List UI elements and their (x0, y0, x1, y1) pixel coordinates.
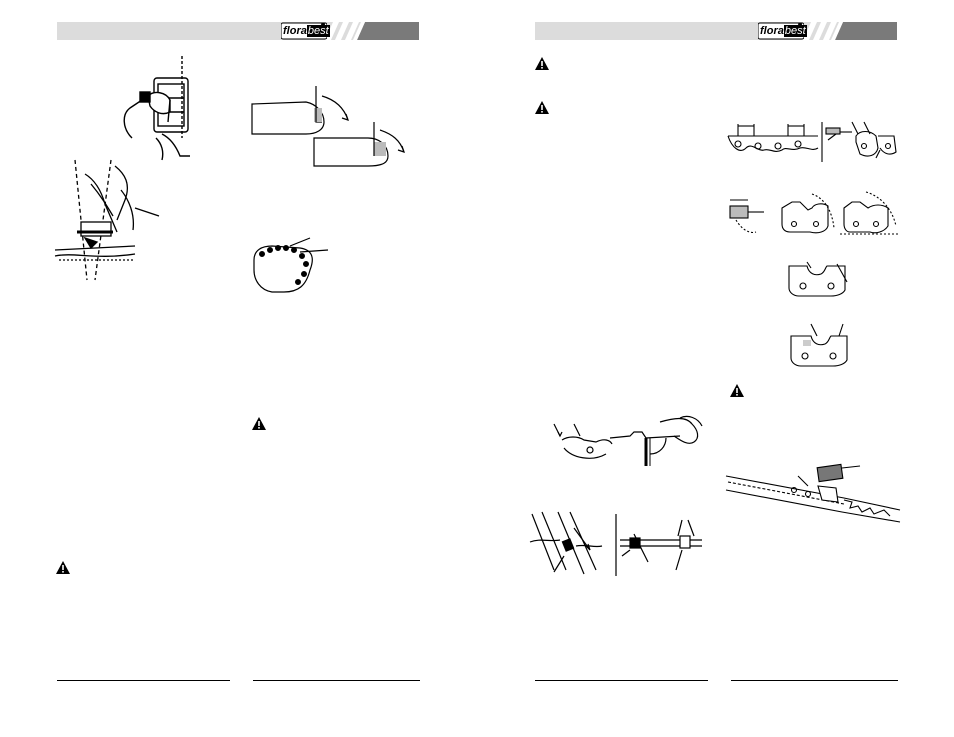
figure-cutter-front-view (785, 254, 853, 300)
right-logo: florabest (757, 22, 807, 40)
logo-word-flora: flora (283, 25, 307, 37)
figure-sprocket-nose (250, 230, 338, 296)
footer-rule (731, 680, 898, 681)
right-page-header (535, 22, 897, 40)
figure-chain-direction (529, 510, 702, 580)
figure-sharpening-chain-in-vise (54, 159, 165, 282)
figure-bar-rail-profile (250, 82, 410, 172)
logo-word-best: best (783, 25, 807, 37)
warning-triangle-icon (535, 57, 549, 70)
logo-word-best: best (306, 25, 330, 37)
footer-rule (57, 680, 230, 681)
warning-triangle-icon (56, 561, 70, 574)
warning-triangle-icon (252, 417, 266, 430)
logo-word-flora: flora (760, 25, 784, 37)
warning-triangle-icon (535, 101, 549, 114)
figure-bar-with-oiler (724, 458, 901, 528)
figure-cutter-file-angles (728, 190, 898, 240)
left-logo: florabest (280, 22, 330, 40)
figure-file-guide-on-chain (118, 52, 200, 162)
warning-triangle-icon (730, 384, 744, 397)
figure-depth-gauge-tool (550, 414, 720, 470)
figure-chain-links-angles (727, 118, 898, 166)
footer-rule (535, 680, 708, 681)
left-page-header (57, 22, 419, 40)
footer-rule (253, 680, 420, 681)
figure-cutter-worn-view (785, 320, 853, 370)
